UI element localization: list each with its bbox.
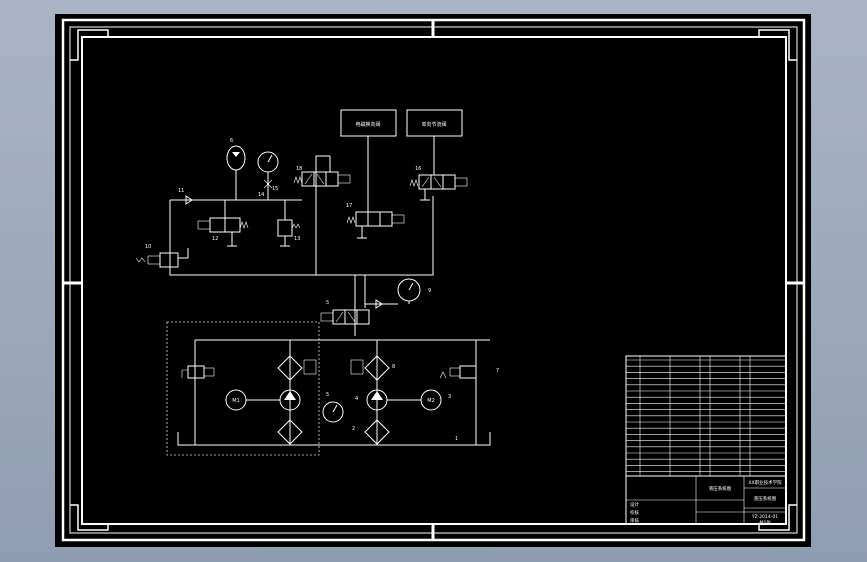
row-label-check: 校核	[630, 509, 639, 516]
label-1: 1	[455, 436, 458, 442]
row-label-approve: 审核	[630, 517, 639, 524]
label-12: 12	[212, 236, 218, 242]
component-labels: 1 2 3 4 5 6 7 8 9 10 11 12 13 14 15 16 1…	[145, 138, 499, 442]
top-box-left-label: 电磁换向阀	[355, 121, 380, 128]
label-5: 5	[326, 392, 329, 398]
valve-12	[197, 200, 249, 247]
label-13: 13	[294, 236, 300, 242]
label-5b: 5	[326, 300, 329, 306]
label-17: 17	[346, 203, 352, 209]
pipelines	[169, 136, 491, 446]
label-16: 16	[415, 166, 421, 172]
label-11: 11	[178, 188, 184, 194]
drawing-name-main: 液压系统图	[709, 485, 732, 492]
accumulator	[226, 145, 246, 200]
directional-valve-5	[320, 309, 370, 325]
label-3: 3	[448, 394, 451, 400]
motor-left-label: M1	[232, 398, 240, 404]
check-valve-11	[185, 195, 193, 205]
relief-valve-13	[277, 200, 301, 247]
drawing-sheet	[55, 14, 811, 547]
parts-list-rows	[626, 359, 786, 472]
pressure-gauge-9	[375, 278, 421, 309]
row-label-design: 设计	[630, 501, 639, 508]
directional-valve-17	[346, 211, 405, 239]
sheet-count: 共1张	[759, 519, 771, 526]
label-15: 15	[272, 186, 278, 192]
label-18: 18	[296, 166, 302, 172]
directional-valve-16	[409, 174, 468, 201]
sheet-border	[61, 18, 806, 542]
label-9: 9	[428, 288, 431, 294]
directional-valve-18	[293, 171, 351, 187]
left-pump-group: M1	[181, 355, 317, 445]
label-6: 6	[230, 138, 233, 144]
label-10: 10	[145, 244, 151, 250]
label-8: 8	[392, 364, 395, 370]
pump-unit-frame	[166, 321, 320, 456]
drawing-name-secondary: 液压系统图	[754, 495, 777, 502]
label-7: 7	[496, 368, 499, 374]
right-pump-group: M2	[322, 355, 477, 445]
label-2: 2	[352, 426, 355, 432]
motor-right-label: M2	[427, 398, 435, 404]
drawing-number: YZ-2014-01	[751, 514, 778, 520]
pressure-gauge-top	[257, 151, 279, 200]
title-block: 液压系统图 液压系统图 XX职业技术学院 YZ-2014-01 共1张 设计 校…	[625, 355, 787, 526]
label-14: 14	[258, 192, 264, 198]
valve-10	[135, 248, 189, 268]
label-4: 4	[355, 396, 358, 402]
top-box-right-label: 单向节流阀	[421, 121, 446, 128]
school-name: XX职业技术学院	[748, 479, 782, 486]
